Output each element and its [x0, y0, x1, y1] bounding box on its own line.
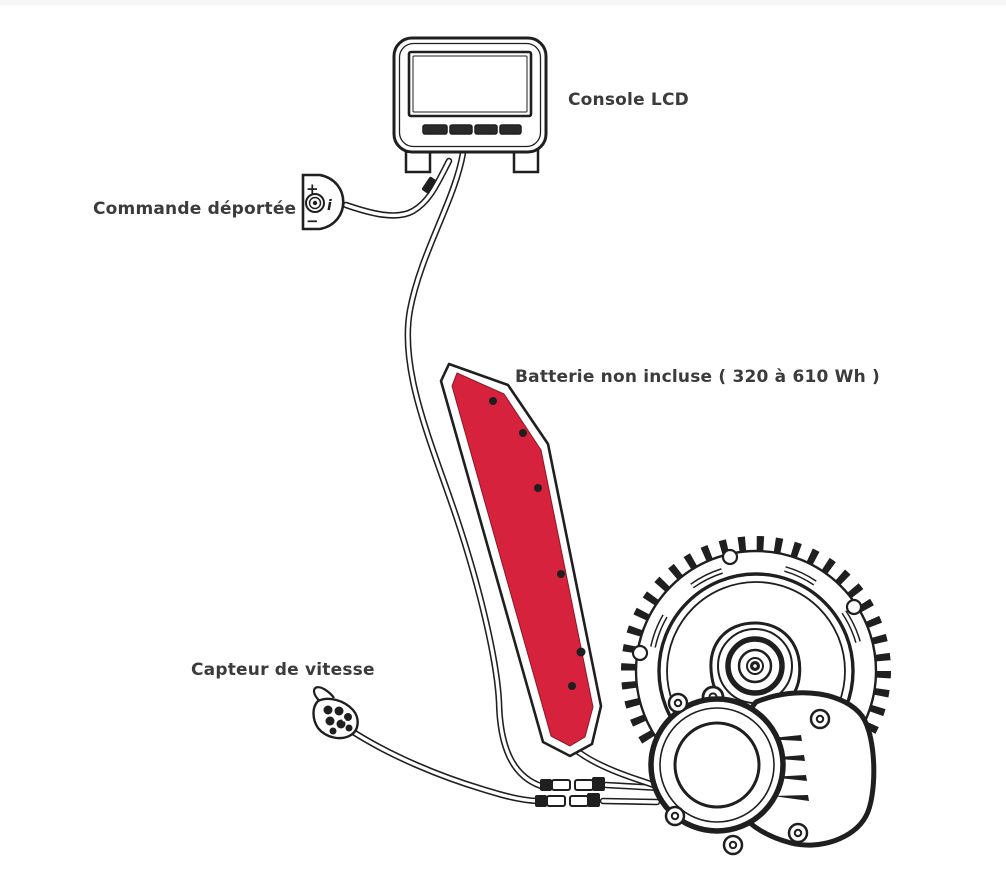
remote-cable-connector-bead: [421, 176, 437, 194]
connector-pair-upper: [540, 777, 605, 791]
battery-drawing: [439, 362, 603, 758]
console-buttons: [422, 124, 522, 135]
battery-mount-dots: [489, 397, 586, 690]
remote-label: Commande déportée: [93, 199, 297, 219]
console-screen: [407, 50, 533, 118]
chainring-slots: [650, 566, 861, 648]
console-lcd-drawing: [392, 36, 548, 174]
remote-power-button: [305, 193, 325, 213]
battery-body: [451, 372, 594, 747]
top-strip: [0, 0, 1006, 6]
speed-sensor-cable: [346, 726, 661, 806]
motor-cover: [648, 696, 786, 834]
battery-label: Batterie non incluse ( 320 à 610 Wh ): [515, 367, 881, 387]
remote-info-glyph: i: [327, 198, 332, 214]
chainring-teeth: [621, 536, 891, 806]
motor-drawing: [648, 621, 877, 856]
console-bezel-inner-line: [398, 42, 542, 148]
sensor-texture-dots: [323, 705, 353, 735]
console-screen-inner-line: [412, 55, 528, 113]
speed-sensor-label: Capteur de vitesse: [191, 660, 375, 680]
motor-bolts: [664, 692, 831, 856]
remote-cable: [342, 157, 453, 219]
remote-power-button-ring: [308, 196, 322, 210]
remote-power-button-dot: [312, 200, 318, 206]
sensor-tie-loop: [313, 686, 335, 705]
speed-sensor-drawing: [312, 686, 359, 740]
motor-cover-ring: [659, 707, 775, 823]
console-label: Console LCD: [568, 90, 689, 110]
motor-cover-opening: [673, 721, 761, 809]
remote-control-drawing: + − i: [301, 173, 345, 231]
connector-pair-lower: [535, 793, 600, 807]
remote-minus-glyph: −: [306, 212, 319, 230]
crank-boss: [717, 628, 793, 704]
